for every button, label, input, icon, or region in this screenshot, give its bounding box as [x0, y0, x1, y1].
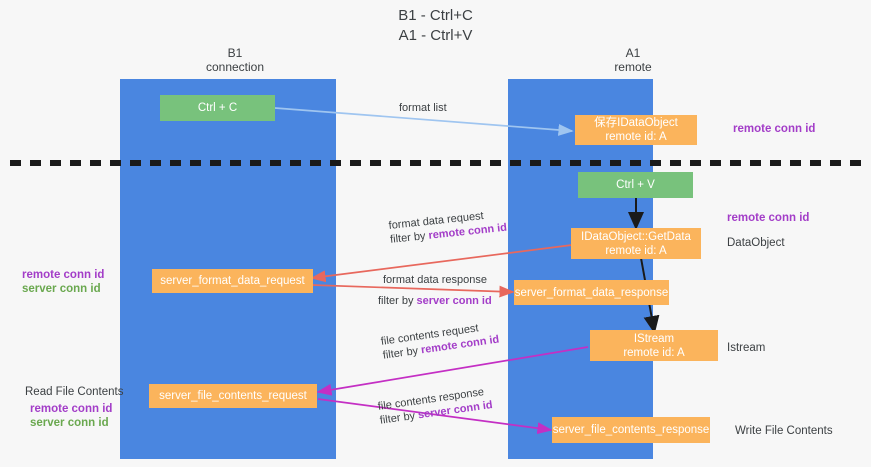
column-header-a1-sub: remote: [614, 60, 652, 74]
column-header-a1-name: A1: [625, 46, 641, 60]
filter-prefix: filter by: [389, 229, 430, 246]
column-header-b1-sub: connection: [205, 60, 265, 74]
title-line-1: B1 - Ctrl+C: [398, 7, 473, 24]
edge-label-format-list: format list: [399, 101, 447, 115]
node-server-file-contents-response-label: server_file_contents_response: [552, 424, 710, 436]
node-idataobject-getdata[interactable]: IDataObject::GetData remote id: A: [571, 228, 701, 259]
side-label-left-server-conn-id-mid: server conn id: [22, 283, 101, 295]
node-server-file-contents-request-label: server_file_contents_request: [159, 390, 307, 402]
column-header-b1-name: B1: [227, 46, 243, 60]
node-ctrl-c-label: Ctrl + C: [197, 102, 238, 114]
edge-label-format-data-request: format data request filter by remote con…: [388, 207, 508, 247]
node-server-format-data-response-label: server_format_data_response: [514, 286, 669, 299]
node-save-idataobject-line1: 保存IDataObject: [594, 117, 678, 129]
node-save-idataobject[interactable]: 保存IDataObject remote id: A: [575, 115, 697, 145]
edge-label-format-data-response-filter: filter by server conn id: [378, 294, 492, 308]
node-ctrl-v-label: Ctrl + V: [616, 179, 655, 191]
filter-prefix: filter by: [378, 295, 417, 307]
node-server-format-data-request[interactable]: server_format_data_request: [152, 269, 313, 293]
node-ctrl-c[interactable]: Ctrl + C: [160, 95, 275, 121]
edge-label-format-data-response-text: format data response: [383, 274, 487, 286]
side-label-read-file-contents: Read File Contents: [25, 386, 124, 398]
column-header-a1: A1 remote: [508, 46, 758, 74]
diagram-title: B1 - Ctrl+C A1 - Ctrl+V: [0, 6, 871, 46]
column-header-b1: B1 connection: [120, 46, 350, 74]
node-istream-line2: remote id: A: [623, 346, 685, 359]
title-line-2: A1 - Ctrl+V: [398, 27, 473, 44]
filter-prefix: filter by: [379, 409, 419, 427]
node-server-file-contents-request[interactable]: server_file_contents_request: [149, 384, 317, 408]
side-label-left-server-conn-id-bottom: server conn id: [30, 417, 109, 429]
node-idataobject-getdata-line2: remote id: A: [605, 244, 667, 257]
side-label-remote-conn-id-mid: remote conn id: [727, 212, 810, 224]
side-label-istream: Istream: [727, 342, 766, 354]
filter-prefix: filter by: [382, 344, 422, 362]
node-server-format-data-request-label: server_format_data_request: [160, 275, 305, 287]
edge-label-format-data-response: format data response filter by server co…: [378, 273, 492, 308]
side-label-remote-conn-id-top: remote conn id: [733, 123, 816, 135]
node-idataobject-getdata-line1: IDataObject::GetData: [581, 230, 691, 243]
node-server-file-contents-response[interactable]: server_file_contents_response: [552, 417, 710, 443]
node-ctrl-v[interactable]: Ctrl + V: [578, 172, 693, 198]
node-istream[interactable]: IStream remote id: A: [590, 330, 718, 361]
filter-key-server-conn-id: server conn id: [416, 295, 492, 307]
side-label-left-remote-conn-id-mid: remote conn id: [22, 269, 105, 281]
edge-label-file-contents-response: file contents response filter by server …: [377, 384, 494, 428]
node-save-idataobject-line2: remote id: A: [605, 131, 667, 143]
side-label-left-remote-conn-id-bottom: remote conn id: [30, 403, 113, 415]
node-server-format-data-response[interactable]: server_format_data_response: [514, 280, 669, 305]
side-label-dataobject: DataObject: [727, 237, 785, 249]
edge-label-format-list-text: format list: [399, 102, 447, 114]
edge-label-file-contents-request: file contents request filter by remote c…: [380, 319, 500, 363]
node-istream-line1: IStream: [633, 332, 675, 345]
side-label-write-file-contents: Write File Contents: [735, 425, 833, 437]
